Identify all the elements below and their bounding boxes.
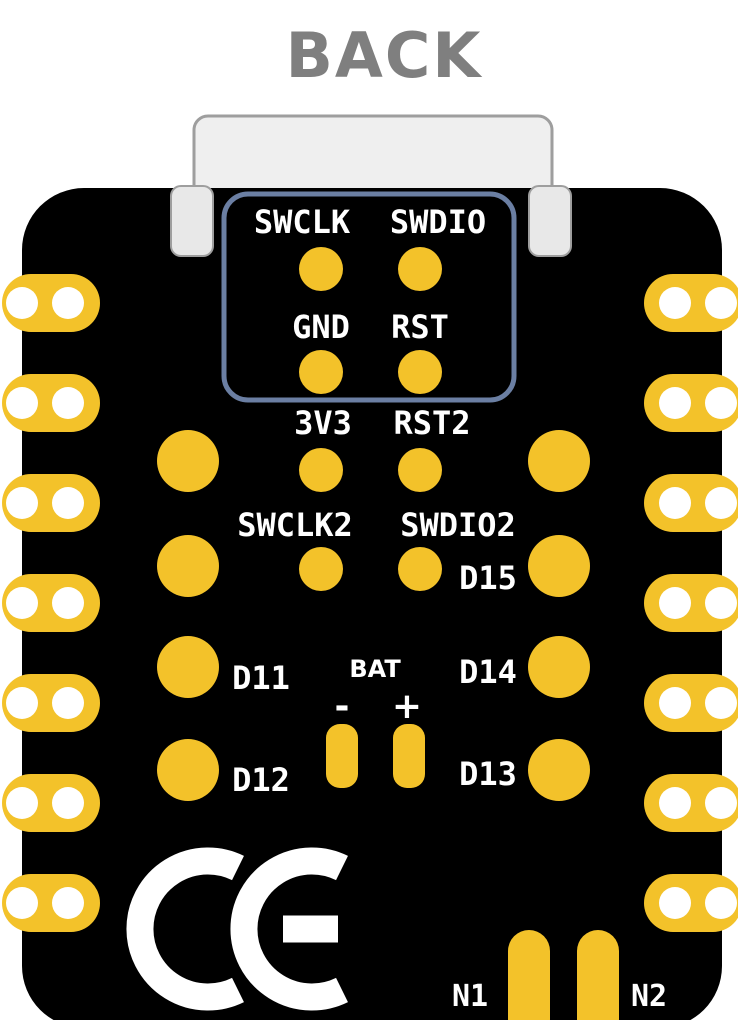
n1-pad [508,930,550,1020]
debug-pads [299,247,442,591]
pad-swdio2 [398,547,442,591]
label-gnd: GND [292,308,350,346]
debug-highlight-box [221,191,517,403]
large-pads [157,430,590,801]
label-n2: N2 [631,979,667,1014]
page-title: BACK [286,19,483,92]
label-d11: D11 [232,659,290,697]
n2-pad [577,930,619,1020]
label-bat: BAT [349,655,401,683]
usb-tab-right [528,185,572,257]
pad-gnd [299,350,343,394]
pad-3v3 [299,448,343,492]
pad-swclk2 [299,547,343,591]
label-swdio: SWDIO [390,203,486,241]
label-3v3: 3V3 [294,404,352,442]
pad-rst [398,350,442,394]
label-bat-minus: - [335,686,350,727]
bat-plus-pad [393,724,425,788]
usb-tab-left [170,185,214,257]
right-edge-holes [659,287,737,919]
label-bat-plus: + [392,686,422,727]
label-swclk2: SWCLK2 [237,506,353,544]
label-d12: D12 [232,761,290,799]
ce-mark-icon [126,847,348,1011]
label-swdio2: SWDIO2 [400,506,516,544]
label-d15: D15 [459,559,517,597]
label-swclk: SWCLK [254,203,351,241]
label-n1: N1 [452,979,488,1014]
pad-swdio [398,247,442,291]
bat-minus-pad [326,724,358,788]
pad-swclk [299,247,343,291]
pcb-board [22,188,722,1020]
label-rst2: RST2 [393,404,470,442]
pad-rst2 [398,448,442,492]
label-d14: D14 [459,653,517,691]
label-rst: RST [391,308,449,346]
left-edge-holes [6,287,84,919]
label-d13: D13 [459,755,517,793]
